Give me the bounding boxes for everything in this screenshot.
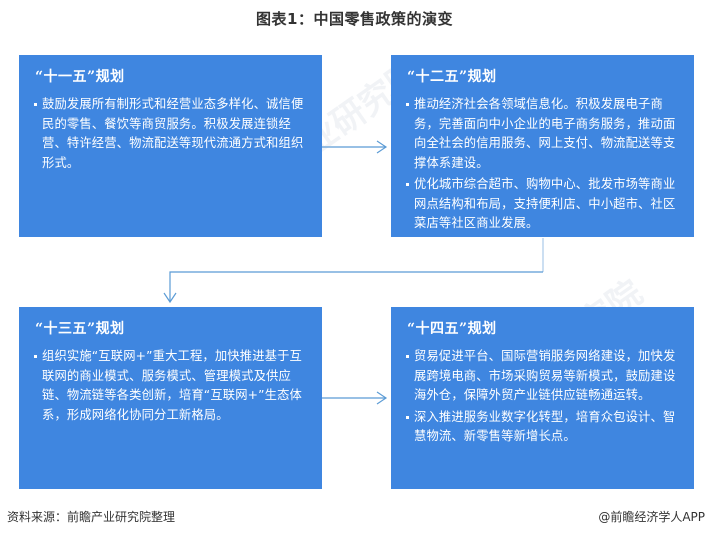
plan-box-11th: “十一五”规划 鼓励发展所有制形式和经营业态多样化、诚信便民的零售、餐饮等商贸服… <box>19 55 322 237</box>
plan-bullet: 推动经济社会各领域信息化。积极发展电子商务，完善面向中小企业的电子商务服务，推动… <box>405 95 684 173</box>
source-note: 资料来源：前瞻产业研究院整理 <box>7 510 176 524</box>
arrow-right-icon <box>322 391 388 405</box>
arrow-elbow-icon <box>163 238 544 304</box>
plan-box-13th: “十三五”规划 组织实施“互联网+”重大工程，加快推进基于互联网的商业模式、服务… <box>19 307 322 489</box>
plan-bullet: 组织实施“互联网+”重大工程，加快推进基于互联网的商业模式、服务模式、管理模式及… <box>33 347 312 425</box>
plan-bullet: 深入推进服务业数字化转型，培育众包设计、智慧物流、新零售等新增长点。 <box>405 408 684 447</box>
plan-box-12th: “十二五”规划 推动经济社会各领域信息化。积极发展电子商务，完善面向中小企业的电… <box>391 55 694 237</box>
chart-title: 图表1：中国零售政策的演变 <box>256 10 453 28</box>
arrow-right-icon <box>322 140 388 154</box>
plan-bullet: 鼓励发展所有制形式和经营业态多样化、诚信便民的零售、餐饮等商贸服务。积极发展连锁… <box>33 95 312 173</box>
plan-box-14th: “十四五”规划 贸易促进平台、国际营销服务网络建设，加快发展跨境电商、市场采购贸… <box>391 307 694 489</box>
credit-note: @前瞻经济学人APP <box>598 510 705 524</box>
plan-heading: “十四五”规划 <box>407 321 497 337</box>
plan-bullet: 贸易促进平台、国际营销服务网络建设，加快发展跨境电商、市场采购贸易等新模式，鼓励… <box>405 347 684 406</box>
plan-heading: “十二五”规划 <box>407 69 497 85</box>
plan-bullet: 优化城市综合超市、购物中心、批发市场等商业网点结构和布局，支持便利店、中小超市、… <box>405 175 684 234</box>
plan-heading: “十三五”规划 <box>35 321 125 337</box>
plan-heading: “十一五”规划 <box>35 69 125 85</box>
